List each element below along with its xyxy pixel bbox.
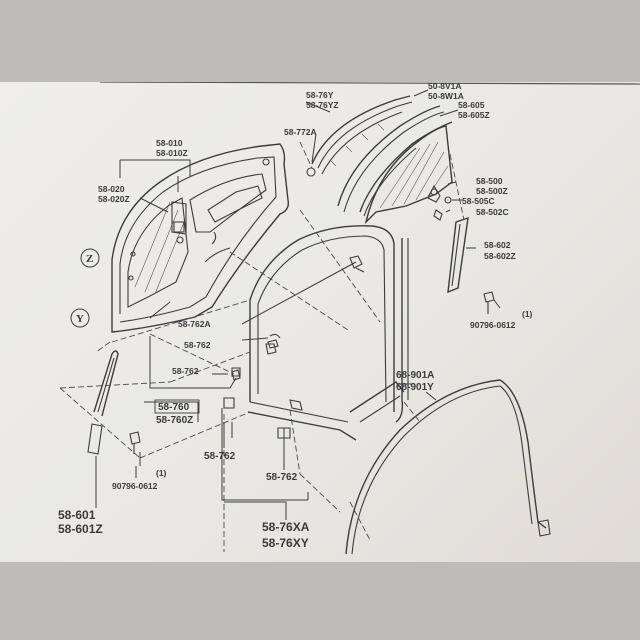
label-50-8v1a: 50-8V1A bbox=[428, 82, 462, 91]
label-58-500: 58-500 bbox=[476, 176, 503, 186]
sheet-top-rule bbox=[99, 82, 640, 85]
label-58-601: 58-601 bbox=[58, 508, 96, 522]
label-58-76xy: 58-76XY bbox=[262, 536, 309, 550]
label-58-020z: 58-020Z bbox=[98, 194, 130, 204]
label-58-76y: 58-76Y bbox=[306, 90, 334, 100]
label-58-762-upper: 58-762 bbox=[184, 340, 211, 350]
door-opening-weatherstrip bbox=[231, 225, 409, 441]
label-qty-1-left: (1) bbox=[156, 468, 167, 478]
label-58-605: 58-605 bbox=[458, 100, 485, 110]
upper-sash-strips bbox=[306, 95, 453, 217]
label-58-772a: 58-772A bbox=[284, 127, 317, 137]
label-frame-58760 bbox=[154, 399, 200, 414]
part-labels: 50-8V1A 50-8W1A 58-76Y 58-76YZ 58-605 58… bbox=[58, 82, 533, 550]
leader-lines bbox=[119, 89, 501, 501]
label-58-020: 58-020 bbox=[98, 184, 125, 194]
label-58-502c: 58-502C bbox=[476, 207, 509, 217]
circle-y-label: Y bbox=[76, 313, 84, 325]
circle-z-label: Z bbox=[86, 253, 93, 265]
parts-diagram-sheet: Z Y 50-8V1A 50-8W1A 58-76Y 58-76YZ 58-60… bbox=[0, 82, 640, 562]
label-58-762-lower-left: 58-762 bbox=[204, 451, 236, 462]
circle-y-callout: Y bbox=[70, 308, 90, 328]
door-weatherstrip-diagram: Z Y 50-8V1A 50-8W1A 58-76Y 58-76YZ 58-60… bbox=[58, 82, 640, 555]
label-58-500z: 58-500Z bbox=[476, 186, 508, 196]
label-68-901a: 68-901A bbox=[396, 370, 434, 381]
clips-and-bolts bbox=[223, 188, 438, 439]
lower-leader-lines bbox=[95, 391, 437, 520]
label-58-760: 58-760 bbox=[158, 402, 190, 413]
label-58-762-middle: 58-762 bbox=[172, 366, 199, 376]
label-58-602z: 58-602Z bbox=[484, 251, 516, 261]
door-panel-drawing bbox=[111, 143, 290, 333]
label-68-901y: 68-901Y bbox=[396, 382, 434, 393]
label-58-760z: 58-760Z bbox=[156, 415, 193, 426]
label-58-505c: 58-505C bbox=[462, 196, 495, 206]
label-58-76yz: 58-76YZ bbox=[306, 100, 339, 110]
label-58-010: 58-010 bbox=[156, 138, 183, 148]
label-58-602: 58-602 bbox=[484, 240, 511, 250]
circle-z-callout: Z bbox=[80, 248, 100, 268]
body-weatherstrip-68901 bbox=[345, 379, 551, 555]
label-58-601z: 58-601Z bbox=[58, 522, 103, 536]
door-glass-drawing bbox=[364, 125, 453, 225]
label-qty-1-right: (1) bbox=[522, 309, 533, 319]
label-90796-0612-right: 90796-0612 bbox=[470, 320, 516, 330]
label-58-762-lower-right: 58-762 bbox=[266, 472, 298, 483]
label-90796-0612-left: 90796-0612 bbox=[112, 481, 158, 491]
label-50-8w1a: 50-8W1A bbox=[428, 91, 464, 101]
label-58-76xa: 58-76XA bbox=[262, 520, 310, 534]
label-58-605z: 58-605Z bbox=[458, 110, 490, 120]
left-strip-58601 bbox=[87, 350, 141, 455]
label-58-762a: 58-762A bbox=[178, 319, 211, 329]
label-58-010z: 58-010Z bbox=[156, 148, 188, 158]
